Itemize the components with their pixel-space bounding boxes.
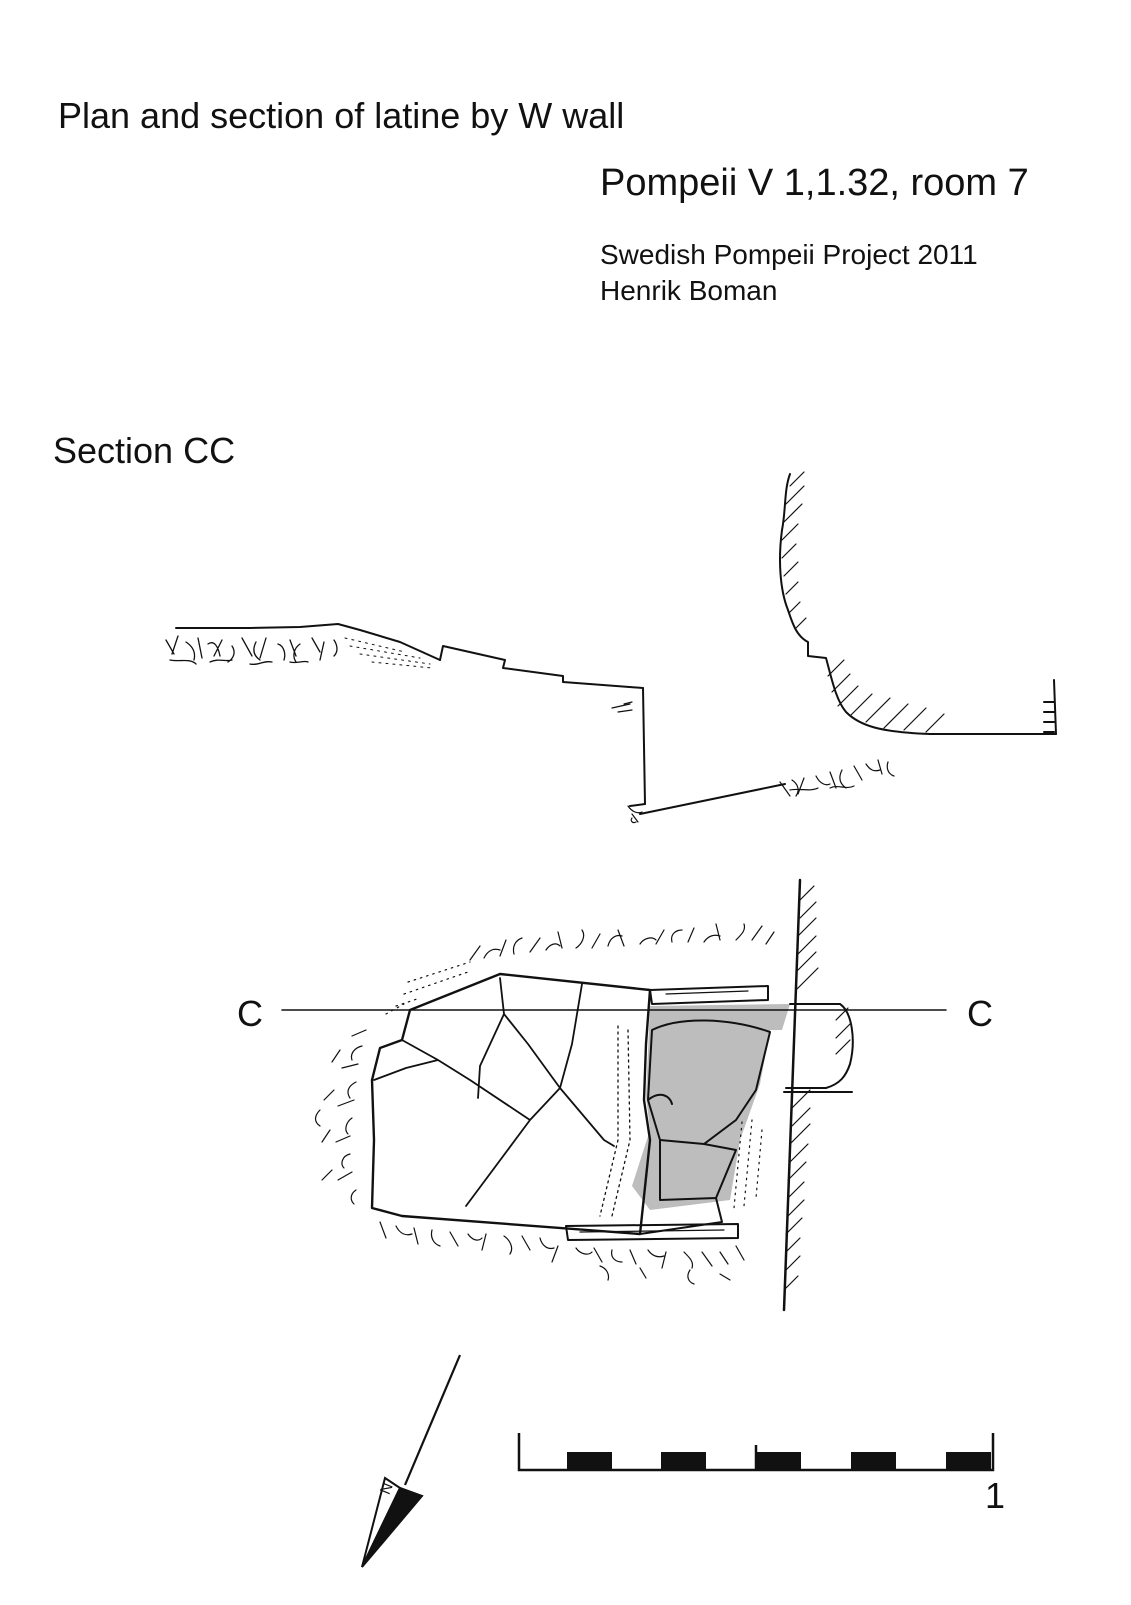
section-line-label-left: C: [237, 993, 263, 1034]
plan-gravel-stipple: [385, 961, 763, 1209]
author-label: Henrik Boman: [600, 275, 778, 306]
plan-bottom-slab-inner: [579, 1229, 725, 1233]
plan-wall-niche: [785, 1003, 854, 1089]
plan-bottom-slab: [565, 1223, 739, 1241]
plan-slab-dotted-channel: [599, 1025, 631, 1217]
scale-segment-4: [851, 1452, 896, 1470]
site-label: Pompeii V 1,1.32, room 7: [600, 162, 1029, 204]
section-heading: Section CC: [53, 430, 236, 471]
plan-wall-hatching: [785, 885, 851, 1289]
plan-slab-cracks: [373, 977, 615, 1207]
section-line-label-right: C: [967, 993, 993, 1034]
plan-slab-outline: [370, 972, 652, 1236]
section-right-rubble: [779, 759, 895, 797]
section-gravel-dots: [344, 637, 433, 669]
project-label: Swedish Pompeii Project 2011: [600, 239, 978, 270]
drawing-title: Plan and section of latine by W wall: [58, 95, 625, 136]
plan-mortar-fill: [632, 1004, 790, 1210]
scale-segment-2: [661, 1452, 706, 1470]
north-arrow-shaft: [403, 1354, 462, 1486]
scale-segment-5: [946, 1452, 991, 1470]
section-floor-profile: [439, 645, 644, 689]
section-ground-surface: [175, 623, 441, 661]
north-arrow: N: [361, 1354, 462, 1568]
section-pit-wall: [642, 687, 646, 805]
plan-top-slab-inner: [665, 990, 749, 995]
plan-top-slab: [649, 985, 769, 1005]
plan-rubble-hatch: [314, 923, 775, 1285]
section-height-ticks: [1043, 679, 1057, 735]
scale-bar: [517, 1433, 995, 1472]
scale-bar-label: 1: [985, 1475, 1006, 1516]
plan-right-stones: [639, 1019, 771, 1235]
section-wall-hatching: [781, 471, 945, 733]
section-pit-bottom-rubble: [627, 805, 643, 824]
scale-segment-1: [567, 1452, 612, 1470]
section-pit-bottom: [629, 783, 786, 815]
plan-drawing: [281, 878, 947, 1312]
section-pit-rim-detail: [611, 701, 633, 713]
section-cc-drawing: [165, 471, 1057, 824]
section-wall-outline: [779, 473, 1057, 735]
section-rubble-hatch: [165, 635, 338, 666]
scale-segment-3: [756, 1452, 801, 1470]
plan-wall-line: [782, 878, 802, 1312]
north-arrow-right-barb: [361, 1486, 424, 1568]
